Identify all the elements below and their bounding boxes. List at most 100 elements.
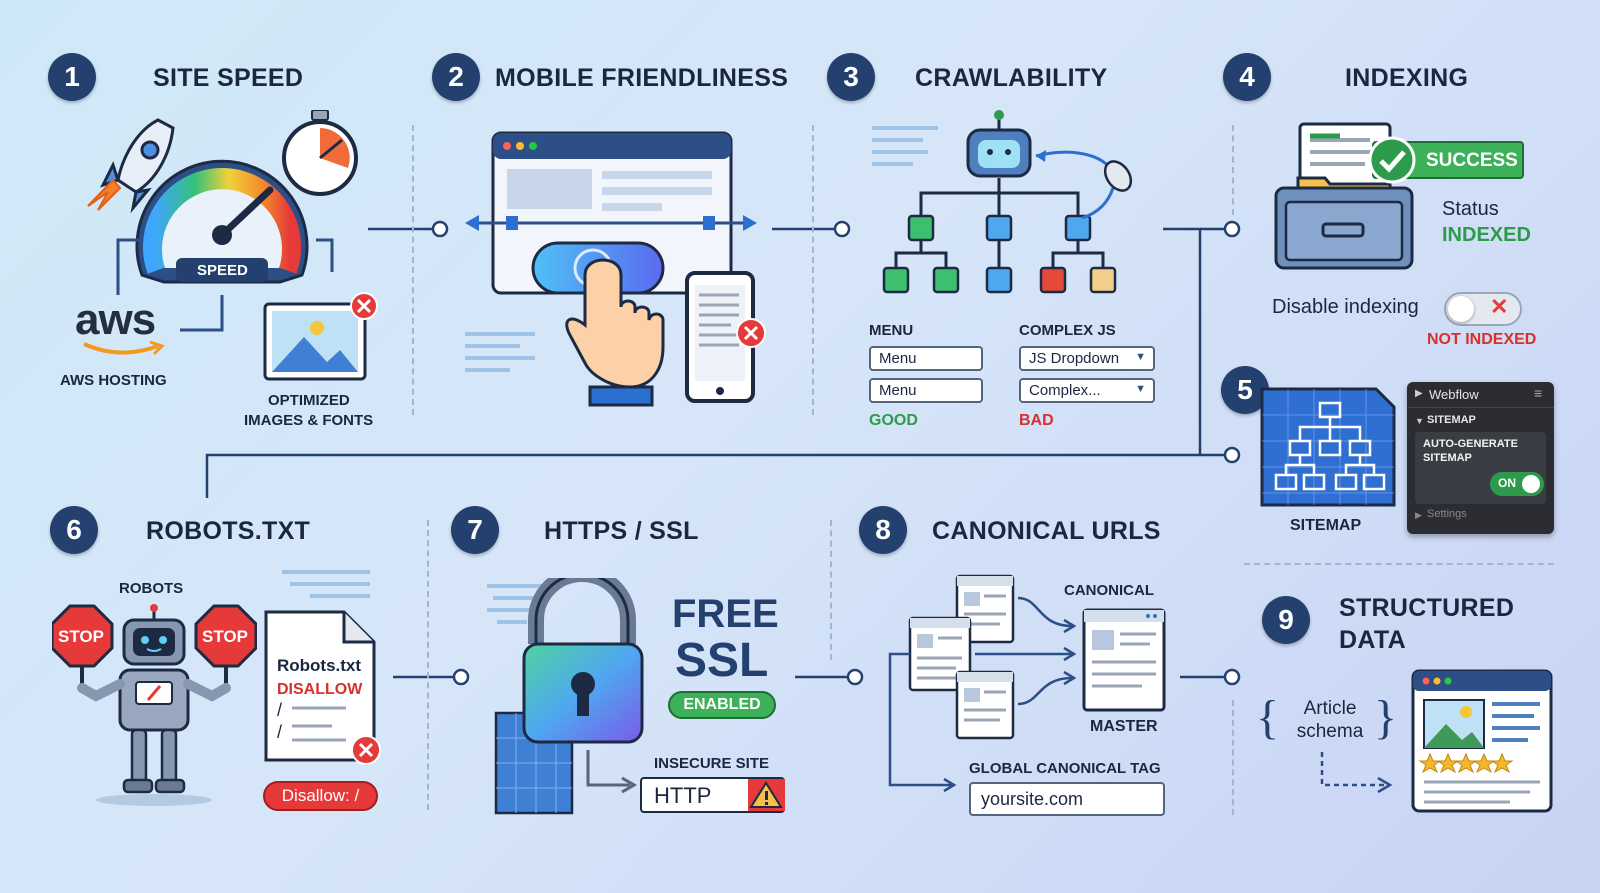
arrow-connector — [586, 750, 637, 794]
aws-smile-icon — [83, 340, 165, 356]
robots-file-icon — [264, 610, 381, 765]
checkmark-icon — [1368, 136, 1416, 184]
divider — [812, 125, 814, 415]
settings-label[interactable]: Settings — [1427, 508, 1467, 520]
speedometer-icon — [135, 159, 309, 284]
menu-heading: MENU — [869, 322, 914, 339]
stop-sign-text-1: STOP — [58, 627, 104, 646]
master-page-icon — [1082, 608, 1166, 712]
not-indexed-label: NOT INDEXED — [1427, 331, 1537, 348]
section-number-4: 4 — [1223, 53, 1271, 101]
file-cabinet-icon — [1274, 122, 1414, 270]
master-label: MASTER — [1090, 718, 1158, 735]
optimized-image-icon — [263, 292, 378, 381]
js-verdict-bad: BAD — [1019, 412, 1054, 429]
menu-field-2[interactable]: Menu — [869, 378, 983, 403]
chevron-down-icon: ▼ — [1135, 383, 1146, 395]
sitemap-caption: SITEMAP — [1290, 517, 1362, 534]
sitemap-section-label: SITEMAP — [1427, 414, 1476, 426]
section-title-site-speed: SITE SPEED — [153, 64, 304, 92]
chevron-down-icon: ▼ — [1135, 351, 1146, 363]
aws-hosting-label: AWS HOSTING — [60, 372, 167, 389]
padlock-icon — [494, 578, 644, 815]
section-title-robots-txt: ROBOTS.TXT — [146, 517, 311, 545]
webflow-panel: ▶ Webflow ≡ ▼ SITEMAP AUTO-GENERATE SITE… — [1407, 382, 1554, 534]
disallow-label: DISALLOW — [277, 681, 363, 698]
robot-icon — [966, 110, 1032, 178]
js-dropdown-select[interactable]: JS Dropdown▼ — [1019, 346, 1155, 371]
images-caption-2: IMAGES & FONTS — [244, 412, 374, 429]
images-caption-1: OPTIMIZED — [268, 392, 350, 409]
auto-generate-label-1: AUTO-GENERATE — [1423, 438, 1518, 450]
success-badge-text: SUCCESS — [1426, 150, 1518, 171]
http-text: HTTP — [654, 783, 712, 808]
status-label: Status — [1442, 198, 1499, 220]
section-title-https-ssl: HTTPS / SSL — [544, 517, 699, 545]
disallow-pill: Disallow: / — [263, 781, 378, 811]
slash-2: / — [277, 722, 283, 742]
status-indexed-value: INDEXED — [1442, 224, 1531, 246]
webflow-panel-title: Webflow — [1429, 387, 1479, 402]
divider — [830, 520, 832, 660]
ssl-enabled-badge: ENABLED — [668, 691, 776, 719]
caret-right-icon: ▶ — [1415, 388, 1423, 399]
canonical-label: CANONICAL — [1064, 582, 1154, 599]
rich-result-browser-icon — [1411, 669, 1553, 813]
free-ssl-text-ssl: SSL — [675, 634, 769, 687]
section-number-7: 7 — [451, 506, 499, 554]
section-number-8: 8 — [859, 506, 907, 554]
menu-icon[interactable]: ≡ — [1534, 385, 1543, 401]
sitemap-blueprint-icon — [1260, 387, 1396, 507]
divider — [427, 520, 429, 810]
toggle-knob — [1522, 475, 1540, 493]
auto-generate-label-2: SITEMAP — [1423, 452, 1472, 464]
divider — [1232, 125, 1234, 215]
crawler-tree-illustration — [872, 110, 1133, 294]
slash-1: / — [277, 700, 283, 720]
caret-right-icon: ▶ — [1415, 510, 1422, 520]
insecure-site-label: INSECURE SITE — [654, 755, 770, 772]
close-icon: ✕ — [1490, 294, 1509, 319]
stop-sign-icon — [52, 604, 114, 688]
complex-dropdown-select[interactable]: Complex...▼ — [1019, 378, 1155, 403]
gauge-label: SPEED — [197, 262, 248, 279]
stop-sign-icon — [194, 604, 257, 688]
http-field[interactable]: HTTP — [640, 777, 785, 813]
stopwatch-icon — [282, 110, 358, 196]
brace-left-icon: { — [1256, 691, 1280, 744]
free-ssl-text-free: FREE — [672, 592, 779, 636]
page-icon — [955, 670, 1015, 740]
section-number-3: 3 — [827, 53, 875, 101]
text-lines-decoration — [465, 332, 535, 372]
robots-label: ROBOTS — [119, 580, 184, 597]
robots-file-title: Robots.txt — [277, 656, 362, 675]
dashed-arrow — [1320, 752, 1393, 794]
responsive-browser-illustration — [465, 131, 766, 407]
warning-icon — [748, 779, 785, 811]
canonical-url-field[interactable]: yoursite.com — [969, 782, 1165, 816]
caret-down-icon: ▼ — [1415, 416, 1424, 426]
toggle-knob — [1448, 296, 1474, 322]
section-number-1: 1 — [48, 53, 96, 101]
brace-right-icon: } — [1374, 691, 1398, 744]
section-number-6: 6 — [50, 506, 98, 554]
complex-js-heading: COMPLEX JS — [1019, 322, 1116, 339]
toggle-on-label: ON — [1498, 476, 1516, 490]
section-title-indexing: INDEXING — [1345, 64, 1469, 92]
disable-indexing-toggle[interactable]: ✕ — [1444, 292, 1522, 326]
robot-stop-illustration — [52, 604, 257, 806]
divider — [1232, 700, 1234, 815]
global-canonical-tag-label: GLOBAL CANONICAL TAG — [969, 760, 1161, 777]
section-title-mobile-friendliness: MOBILE FRIENDLINESS — [495, 64, 789, 92]
webflow-panel-header: ▶ Webflow ≡ — [1407, 382, 1554, 408]
schema-text-1: Article — [1303, 698, 1357, 719]
section-number-2: 2 — [432, 53, 480, 101]
section-title-crawlability: CRAWLABILITY — [915, 64, 1108, 92]
menu-field-1[interactable]: Menu — [869, 346, 983, 371]
canonical-pages-illustration — [888, 574, 1166, 793]
section-number-9: 9 — [1262, 596, 1310, 644]
auto-generate-toggle[interactable]: ON — [1490, 472, 1544, 496]
menu-verdict-good: GOOD — [869, 412, 918, 429]
disable-indexing-label: Disable indexing — [1272, 296, 1419, 318]
